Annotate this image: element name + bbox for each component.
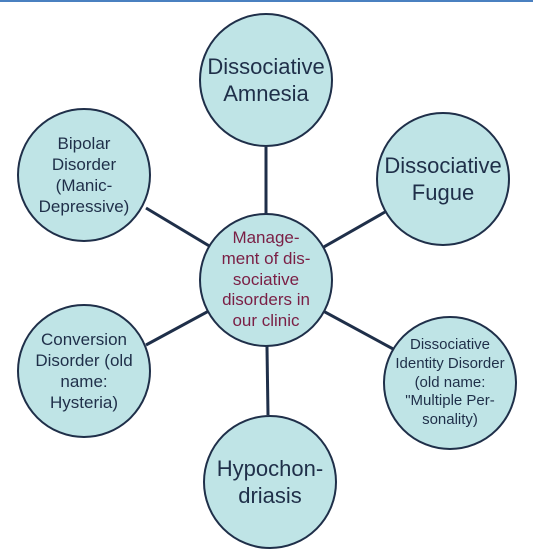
node-dissociative-fugue-label: Dissociative Fugue xyxy=(384,152,502,206)
node-dissociative-amnesia-label: Dissociative Amnesia xyxy=(207,53,325,107)
top-rule xyxy=(0,0,533,2)
node-conversion-disorder: Conversion Disorder (old name: Hysteria) xyxy=(17,304,151,438)
node-dissociative-identity-disorder-label: Dissociative Identity Disorder (old name… xyxy=(395,336,505,429)
node-dissociative-amnesia: Dissociative Amnesia xyxy=(199,13,333,147)
node-bipolar-disorder-label: Bipolar Disorder (Manic- Depressive) xyxy=(38,133,130,217)
node-hypochondriasis: Hypochon- driasis xyxy=(203,415,337,549)
center-node-label: Manage- ment of dis- sociative disorders… xyxy=(221,228,311,331)
node-dissociative-fugue: Dissociative Fugue xyxy=(376,112,510,246)
node-conversion-disorder-label: Conversion Disorder (old name: Hysteria) xyxy=(35,329,133,413)
center-node: Manage- ment of dis- sociative disorders… xyxy=(199,213,333,347)
node-dissociative-identity-disorder: Dissociative Identity Disorder (old name… xyxy=(383,316,517,450)
node-bipolar-disorder: Bipolar Disorder (Manic- Depressive) xyxy=(17,108,151,242)
node-hypochondriasis-label: Hypochon- driasis xyxy=(216,455,324,509)
